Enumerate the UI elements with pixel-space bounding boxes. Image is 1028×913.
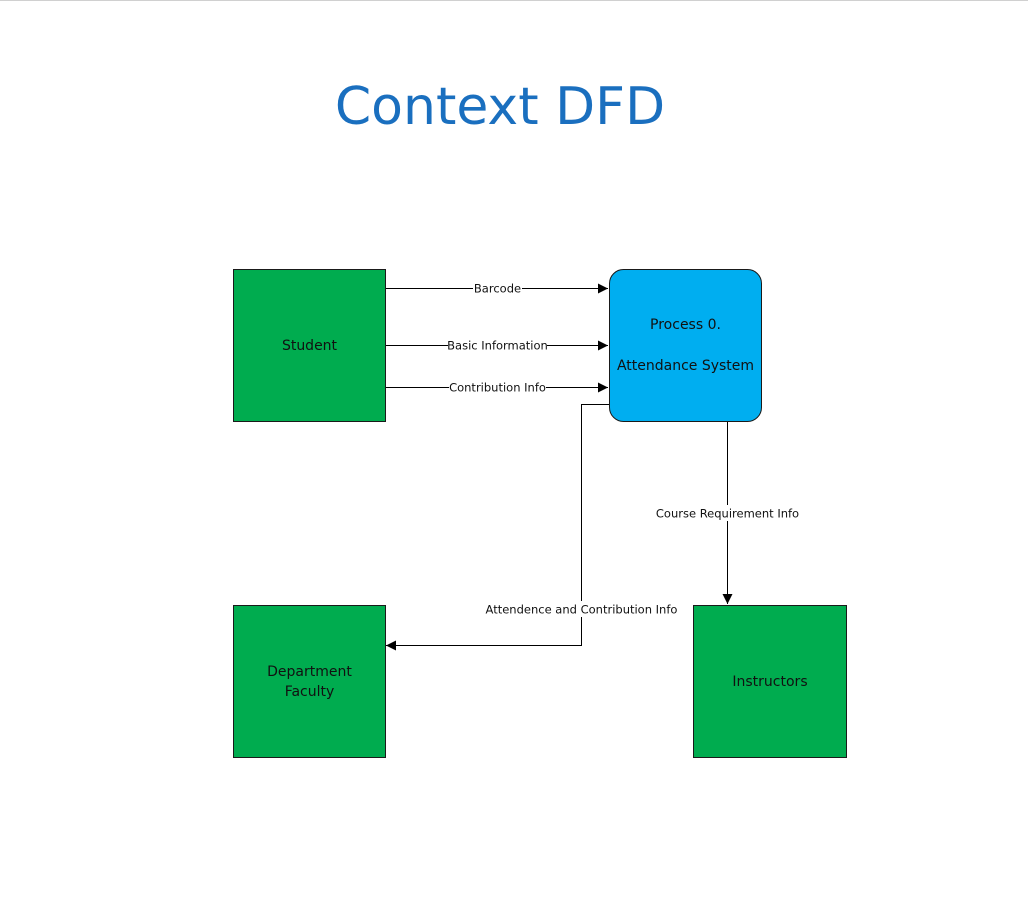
page-title: Context DFD <box>334 77 666 137</box>
department-faculty-entity <box>233 605 386 758</box>
flow-barcode-label-bg <box>473 281 522 296</box>
flow-basic-information-label-bg <box>448 338 547 353</box>
department-faculty-label-line2: Faculty <box>285 684 335 700</box>
student-entity <box>233 269 386 422</box>
flow-attendence-contribution-label-bg <box>487 601 677 617</box>
flow-barcode-label: Barcode <box>474 282 521 296</box>
process-number-label: Process 0. <box>650 317 721 333</box>
flow-course-requirement-label-bg <box>656 505 799 521</box>
process-0 <box>609 269 762 422</box>
process-name-label: Attendance System <box>617 358 754 374</box>
flow-course-requirement-label: Course Requirement Info <box>656 507 799 521</box>
student-label: Student <box>282 338 338 354</box>
flow-attendence-contribution-arrow <box>386 404 609 651</box>
instructors-label: Instructors <box>732 674 807 690</box>
flow-attendence-contribution-label: Attendence and Contribution Info <box>486 603 678 617</box>
instructors-entity <box>693 605 847 758</box>
flow-contribution-info-label: Contribution Info <box>449 381 546 395</box>
flow-contribution-info-label-bg <box>449 380 546 395</box>
flow-basic-information-label: Basic Information <box>447 339 548 353</box>
department-faculty-label-line1: Department <box>267 664 352 680</box>
